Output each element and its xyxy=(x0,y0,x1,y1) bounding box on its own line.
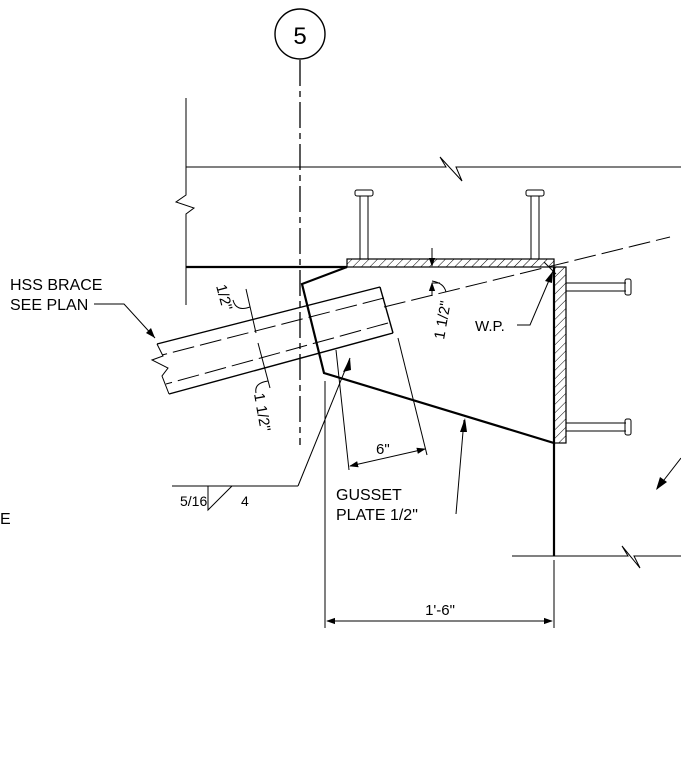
label-gusset-line1: GUSSET xyxy=(336,487,402,504)
label-brace-line1: HSS BRACE xyxy=(10,277,102,294)
dim-weld-ext2 xyxy=(397,337,428,456)
dim-offset-right-text: 1 1/2" xyxy=(431,300,454,341)
column-outline-left xyxy=(174,98,196,305)
dim-weld-text: 6" xyxy=(376,441,390,458)
hss-brace xyxy=(150,286,394,395)
dim-offset-bottom-text: 1 1/2" xyxy=(250,392,273,433)
dim-weld-line xyxy=(349,447,426,468)
label-left-edge: E xyxy=(0,511,11,528)
beam-top-line xyxy=(186,156,681,182)
label-wp: W.P. xyxy=(475,318,505,335)
label-brace-leader xyxy=(94,303,156,339)
top-studs xyxy=(354,189,545,259)
dim-weld-ext1 xyxy=(335,349,350,471)
top-plate xyxy=(346,258,555,268)
grid-bubble-label: 5 xyxy=(293,23,306,50)
label-wp-leader xyxy=(517,270,554,326)
side-studs xyxy=(566,278,632,436)
weld-size-text: 5/16 xyxy=(180,493,207,509)
dim-overall-text: 1'-6" xyxy=(425,602,455,619)
dim-offset-top-text: 1/2" xyxy=(212,283,235,313)
label-gusset-line2: PLATE 1/2" xyxy=(336,507,418,524)
dim-offset-bottom-ext xyxy=(257,342,271,389)
dim-offset-top-leader xyxy=(232,299,251,309)
dim-offset-top-ext xyxy=(245,288,257,334)
wp-diagonal xyxy=(543,261,557,275)
work-point-line xyxy=(383,236,671,308)
label-gusset-leader xyxy=(455,419,465,515)
gusset-plate xyxy=(300,265,556,445)
dim-offset-right-leader xyxy=(431,280,447,293)
grid-bubble xyxy=(274,8,326,60)
weld-length-text: 4 xyxy=(241,493,249,509)
lower-beam-line xyxy=(512,545,681,569)
dim-offset-bottom-leader xyxy=(255,380,269,394)
label-brace-line2: SEE PLAN xyxy=(10,297,88,314)
side-plate xyxy=(553,266,567,444)
weld-symbol xyxy=(172,357,351,512)
